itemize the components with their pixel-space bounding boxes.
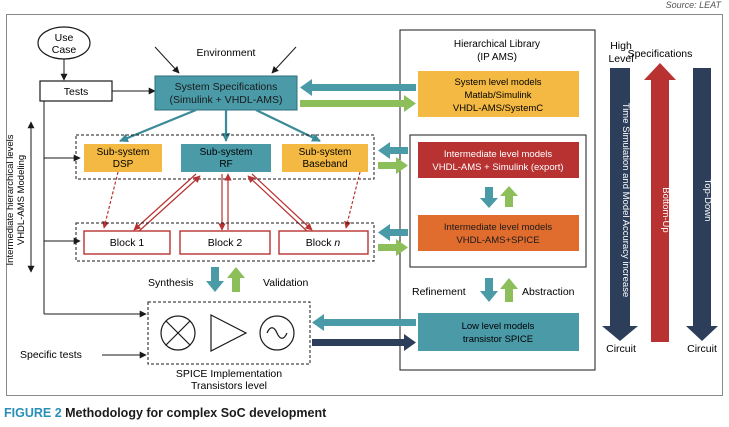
low-level-line1: Low level models [462, 321, 535, 332]
high-level-line1: High [610, 40, 632, 52]
library-title-line1: Hierarchical Library [454, 39, 540, 50]
source-note: Source: LEAT [665, 0, 721, 10]
tests-label: Tests [64, 86, 89, 98]
circuit-label-2: Circuit [687, 343, 717, 355]
spice-label-line1: SPICE Implementation [176, 368, 282, 380]
top-down-arrow [686, 68, 718, 341]
side-label-line2: VHDL-AMS Modeling [16, 155, 27, 245]
intermediate-top-line2: VHDL-AMS + Simulink (export) [432, 162, 563, 173]
mixer-symbol [160, 315, 196, 351]
intermediate-down-arrow [480, 187, 498, 208]
low-level-models-box [418, 313, 579, 351]
block-n-label: Block n [306, 237, 341, 249]
diagram-frame [6, 14, 723, 396]
subsystem-dsp-box [84, 144, 162, 172]
refinement-label: Refinement [412, 286, 466, 298]
intermediate-bottom-line2: VHDL-AMS+SPICE [456, 235, 539, 246]
library-to-blocks-arrow [378, 224, 408, 241]
bottom-up-label: Bottom-Up [660, 187, 671, 232]
refinement-arrow [480, 278, 498, 302]
intermediate-up-arrow [500, 186, 518, 207]
subsystems-to-library-arrow [378, 157, 408, 174]
synthesis-arrow [206, 267, 224, 292]
spice-to-library-arrow [312, 334, 416, 351]
blocks-to-library-arrow [378, 239, 408, 256]
intermediate-bottom-line1: Intermediate level models [444, 222, 552, 233]
block-2-box [179, 230, 271, 255]
block-2-label: Block 2 [208, 237, 243, 249]
blocks-group [75, 222, 375, 262]
abstraction-label: Abstraction [522, 286, 575, 298]
time-simulation-arrow [602, 68, 638, 341]
circuit-label-1: Circuit [606, 343, 636, 355]
figure-caption: FIGURE 2 Methodology for complex SoC dev… [4, 406, 326, 420]
high-level-line2: Level [608, 53, 633, 65]
intermediate-top-box [418, 142, 579, 178]
abstraction-arrow [500, 278, 518, 302]
subsystem-rf-line2: RF [219, 159, 232, 170]
subsystem-rf-box [181, 144, 271, 172]
baseband-to-blockn-arrow [344, 171, 361, 229]
bottom-up-arrow [644, 63, 676, 342]
use-case-label-line1: Use [55, 32, 74, 44]
specs-to-baseband-arrow [255, 109, 321, 142]
oscillator-symbol [259, 315, 295, 351]
intermediate-top-line1: Intermediate level models [444, 149, 552, 160]
spice-label-line2: Transistors level [191, 380, 267, 392]
spice-implementation-group [147, 301, 311, 365]
specific-tests-label: Specific tests [20, 349, 82, 361]
system-models-line1: System level models [454, 77, 541, 88]
system-specs-line2: (Simulink + VHDL-AMS) [170, 94, 283, 106]
specs-to-library-arrow [300, 95, 416, 112]
dsp-to-block1-arrow [102, 171, 119, 229]
system-level-models-box [418, 71, 579, 117]
block-1-label: Block 1 [110, 237, 145, 249]
environment-label: Environment [197, 47, 256, 59]
environment-arrow-left [154, 46, 180, 74]
block-1-box [83, 230, 171, 255]
library-to-spice-arrow [312, 314, 416, 331]
figure-label: FIGURE 2 [4, 406, 62, 420]
figure-title: Methodology for complex SoC development [65, 406, 327, 420]
subsystem-baseband-box [282, 144, 368, 172]
block-n-box [278, 230, 369, 255]
time-simulation-label: Time Simulation and Model Accuracy incre… [620, 103, 631, 298]
library-to-specs-arrow [300, 79, 416, 96]
low-level-line2: transistor SPICE [463, 334, 533, 345]
side-label-line1: Intermediate hierarchical levels [5, 134, 16, 265]
system-specs-line1: System Specifications [175, 81, 278, 93]
top-down-label: Top-Down [702, 179, 713, 222]
subsystem-baseband-line2: Baseband [302, 159, 347, 170]
subsystem-rf-line1: Sub-system [200, 147, 253, 158]
use-case-label-line2: Case [52, 44, 77, 56]
subsystem-baseband-line1: Sub-system [299, 147, 352, 158]
subsystem-dsp-line1: Sub-system [97, 147, 150, 158]
validation-label: Validation [263, 277, 308, 289]
system-models-line3: VHDL-AMS/SystemC [453, 103, 543, 114]
amplifier-symbol [210, 314, 248, 352]
library-to-subsystems-arrow [378, 142, 408, 159]
system-models-line2: Matlab/Simulink [464, 90, 531, 101]
library-title-line2: (IP AMS) [477, 52, 517, 63]
specifications-label: Specifications [628, 48, 693, 60]
environment-arrow-right [271, 46, 297, 74]
validation-arrow [227, 267, 245, 292]
synthesis-label: Synthesis [148, 277, 194, 289]
subsystem-dsp-line2: DSP [113, 159, 134, 170]
specs-to-dsp-arrow [119, 108, 197, 143]
intermediate-bottom-box [418, 215, 579, 251]
